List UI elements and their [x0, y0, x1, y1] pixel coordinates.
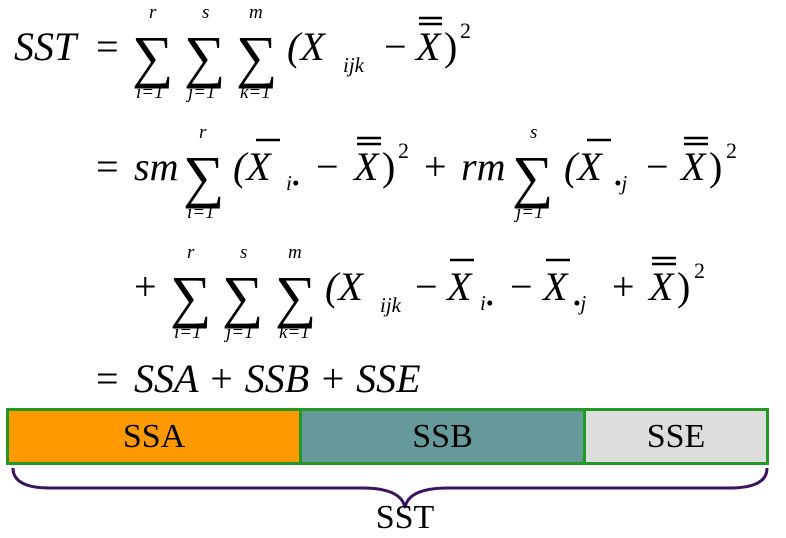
power-2: 2 — [460, 18, 471, 43]
sum-lower-k: k=1 — [279, 322, 310, 343]
term-x-ijk: (X — [325, 264, 364, 309]
plus-sign: + — [612, 264, 635, 309]
sigma-symbol: ∑ — [170, 264, 211, 329]
sigma-symbol: ∑ — [183, 144, 224, 209]
power-2: 2 — [694, 258, 705, 283]
close-paren: ) — [382, 144, 395, 189]
power-2: 2 — [398, 138, 409, 163]
equals-sign: = — [96, 356, 119, 401]
decomposition-bar: SSA SSB SSE — [6, 408, 769, 465]
minus-sign: − — [415, 264, 438, 309]
close-paren: ) — [709, 144, 722, 189]
sum-upper-r: r — [187, 242, 195, 263]
formula-line-3: + r ∑ i=1 s ∑ j=1 m ∑ k=1 (X ijk − X i• … — [134, 242, 705, 343]
minus-sign: − — [384, 24, 407, 69]
sigma-symbol: ∑ — [236, 24, 277, 89]
sst-lhs: SST — [14, 24, 79, 69]
ssb-segment: SSB — [299, 411, 583, 462]
sum-upper-m: m — [288, 242, 302, 263]
plus-sign: + — [134, 264, 157, 309]
subscript-i-dot: i• — [480, 291, 493, 315]
row-mean-x: X — [445, 264, 473, 309]
grand-mean-x: X — [352, 144, 380, 189]
sum-upper-s: s — [240, 242, 247, 263]
sum-lower-k: k=1 — [240, 82, 271, 103]
sst-formula: SST = r ∑ i=1 s ∑ j=1 m ∑ k=1 (X ijk − X… — [14, 2, 737, 401]
formula-line-1: SST = r ∑ i=1 s ∑ j=1 m ∑ k=1 (X ijk − X… — [14, 2, 471, 103]
coefficient-sm: sm — [134, 144, 178, 189]
sum-upper-s: s — [530, 122, 537, 143]
term-x-dot-j: (X — [564, 144, 603, 189]
sse-label: SSE — [646, 417, 706, 455]
sum-lower-i: i=1 — [187, 202, 215, 223]
sum-lower-j: j=1 — [185, 82, 216, 103]
plus-sign: + — [424, 144, 447, 189]
subscript-ijk: ijk — [380, 293, 402, 317]
sigma-symbol: ∑ — [184, 24, 225, 89]
formula-line-4: = SSA + SSB + SSE — [96, 356, 421, 401]
sum-of-squares-rhs: SSA + SSB + SSE — [134, 356, 421, 401]
subscript-i-dot: i• — [286, 171, 299, 195]
minus-sign: − — [646, 144, 669, 189]
ssa-segment: SSA — [9, 411, 299, 462]
sigma-symbol: ∑ — [275, 264, 316, 329]
sum-upper-s: s — [202, 2, 209, 23]
sum-lower-j: j=1 — [513, 202, 544, 223]
sst-total-label: SST — [375, 499, 435, 536]
grand-mean-x: X — [414, 24, 442, 69]
sum-lower-i: i=1 — [174, 322, 202, 343]
equals-sign: = — [96, 24, 119, 69]
sse-segment: SSE — [583, 411, 766, 462]
minus-sign: − — [316, 144, 339, 189]
sum-lower-j: j=1 — [223, 322, 254, 343]
term-x-ijk: (X — [287, 24, 326, 69]
grand-mean-x: X — [647, 264, 675, 309]
formula-line-2: = sm r ∑ i=1 (X i• − X ) 2 + rm s ∑ j=1 … — [96, 122, 737, 223]
ssa-label: SSA — [122, 417, 186, 455]
ssb-label: SSB — [412, 417, 473, 455]
subscript-ijk: ijk — [343, 53, 365, 77]
sum-upper-r: r — [199, 122, 207, 143]
power-2: 2 — [726, 138, 737, 163]
sum-upper-m: m — [249, 2, 263, 23]
curly-brace-icon — [11, 467, 769, 509]
term-x-i-dot: (X — [233, 144, 272, 189]
sigma-symbol: ∑ — [222, 264, 263, 329]
column-mean-x: X — [541, 264, 569, 309]
close-paren: ) — [677, 264, 690, 309]
subscript-dot-j: •j — [573, 291, 586, 315]
sum-upper-r: r — [149, 2, 157, 23]
minus-sign: − — [510, 264, 533, 309]
sigma-symbol: ∑ — [512, 144, 553, 209]
subscript-dot-j: •j — [614, 171, 627, 195]
sum-lower-i: i=1 — [136, 82, 164, 103]
coefficient-rm: rm — [461, 144, 505, 189]
grand-mean-x: X — [679, 144, 707, 189]
close-paren: ) — [444, 24, 457, 69]
equals-sign: = — [96, 144, 119, 189]
sigma-symbol: ∑ — [132, 24, 173, 89]
